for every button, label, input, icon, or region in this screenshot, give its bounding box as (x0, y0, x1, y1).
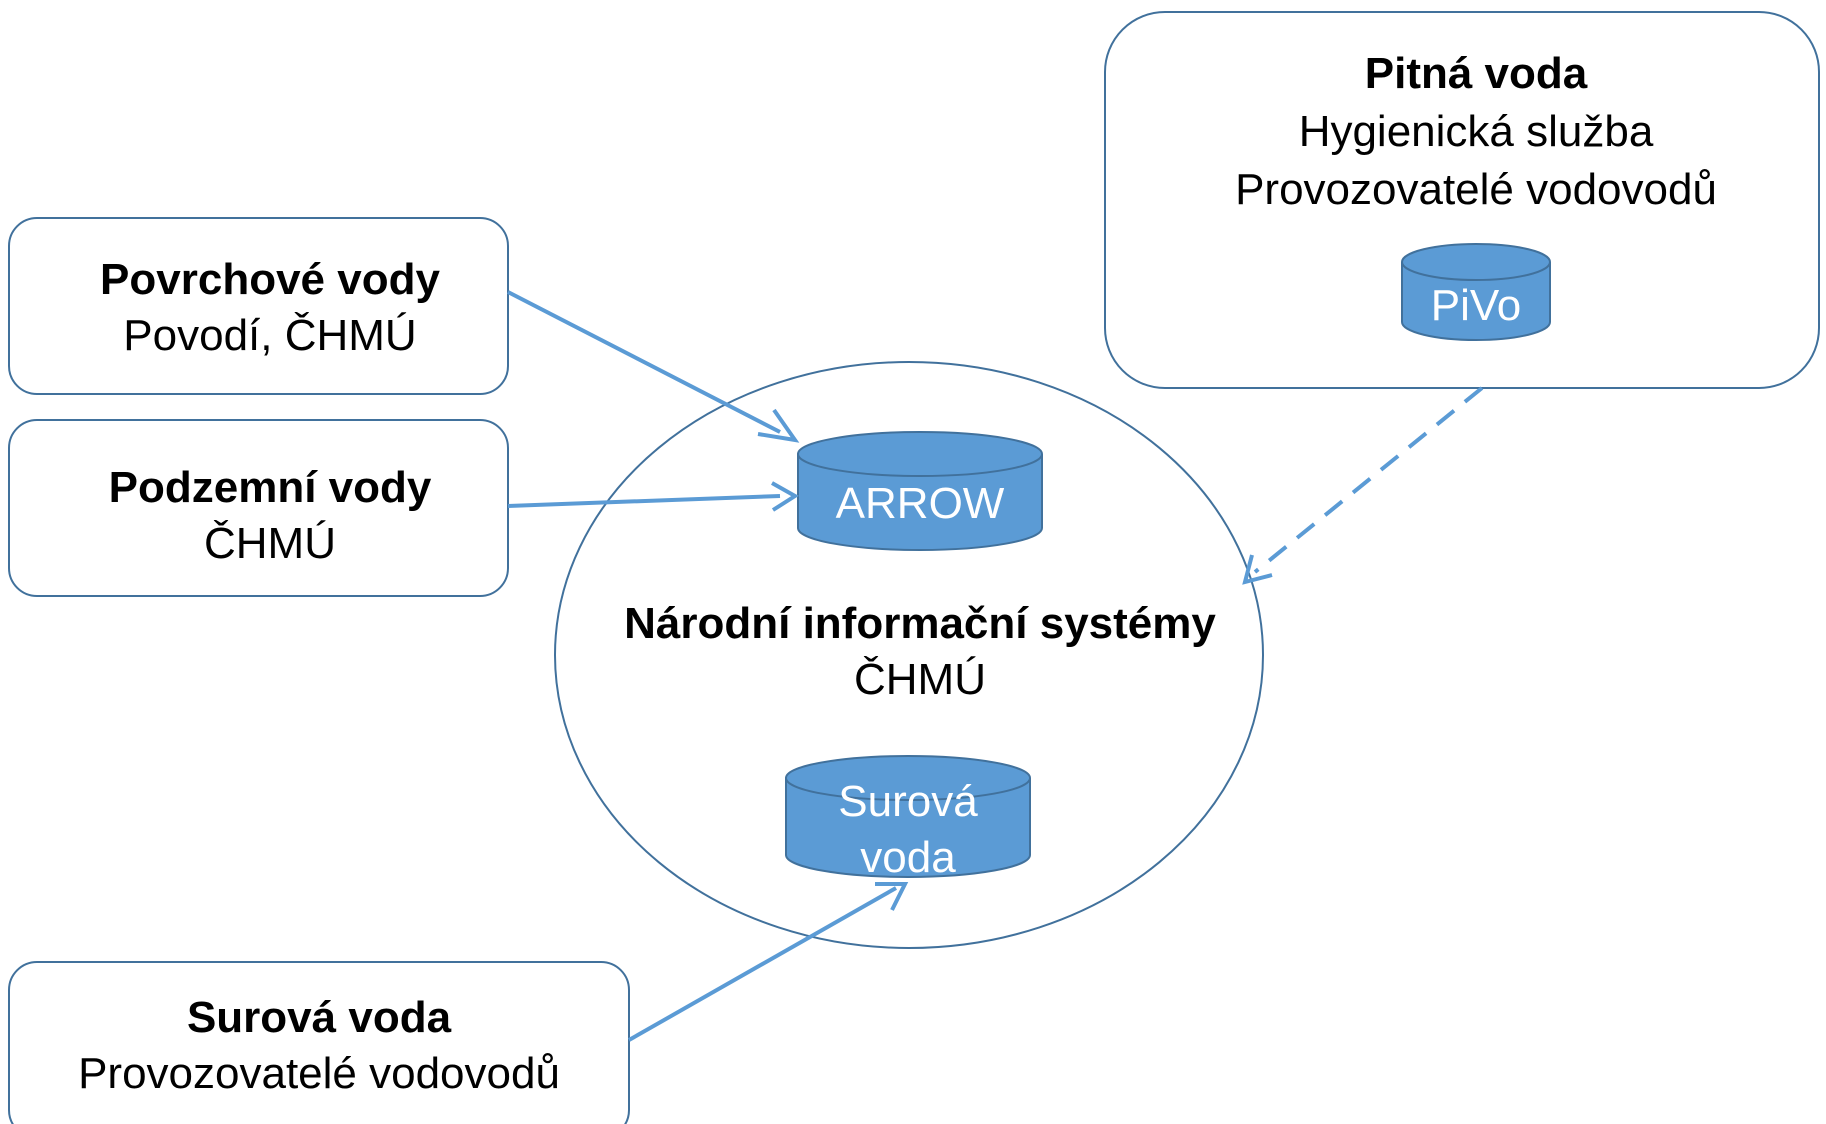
raw-water-box-frame (8, 961, 630, 1124)
drinking-water-line2: Provozovatelé vodovodů (1235, 165, 1717, 214)
raw-water-arrow-head (875, 882, 909, 911)
surface-water-arrow-head (757, 408, 800, 443)
arrow-database-top (797, 431, 1043, 477)
pivo-database-body (1401, 262, 1551, 341)
national-systems-ellipse (554, 361, 1264, 949)
drinking-water-arrow-line (1253, 386, 1484, 574)
drinking-water-box: Pitná voda Hygienická služba Provozovate… (1104, 11, 1820, 389)
surface-water-arrow-line (507, 290, 781, 434)
connectors (507, 290, 1484, 1042)
pivo-database: PiVo (1401, 243, 1551, 341)
raw-water-title: Surová voda (187, 993, 452, 1042)
surface-water-box-frame (8, 217, 509, 395)
drinking-water-box-frame (1104, 11, 1820, 389)
arrow-database-label: ARROW (836, 479, 1005, 528)
drinking-water-line1: Hygienická služba (1299, 107, 1654, 156)
raw-water-arrow-line (628, 886, 897, 1042)
raw-water-database-label-line2: voda (860, 833, 956, 882)
raw-water-database: Surová voda (785, 755, 1031, 882)
raw-water-database-top (785, 755, 1031, 801)
drinking-water-arrow-head (1242, 554, 1273, 585)
raw-water-subtitle: Provozovatelé vodovodů (78, 1049, 560, 1098)
national-systems-title: Národní informační systémy (624, 599, 1216, 648)
drinking-water-title: Pitná voda (1365, 49, 1588, 98)
ground-water-box-frame (8, 419, 509, 597)
surface-water-title: Povrchové vody (100, 255, 440, 304)
raw-water-database-label-line1: Surová (838, 777, 978, 826)
national-systems-node: Národní informační systémy ČHMÚ (554, 361, 1264, 949)
raw-water-database-body (785, 778, 1031, 878)
ground-water-subtitle: ČHMÚ (204, 518, 336, 568)
pivo-database-top (1401, 243, 1551, 281)
ground-water-box: Podzemní vody ČHMÚ (8, 419, 509, 597)
arrow-database-body (797, 454, 1043, 551)
ground-water-arrow-line (507, 494, 781, 508)
ground-water-title: Podzemní vody (109, 463, 432, 512)
raw-water-box: Surová voda Provozovatelé vodovodů (8, 961, 630, 1124)
pivo-database-label: PiVo (1431, 281, 1522, 330)
surface-water-box: Povrchové vody Povodí, ČHMÚ (8, 217, 509, 395)
arrow-database: ARROW (797, 431, 1043, 551)
surface-water-subtitle: Povodí, ČHMÚ (123, 310, 416, 360)
national-systems-subtitle: ČHMÚ (854, 654, 986, 704)
ground-water-arrow-head (771, 481, 799, 512)
